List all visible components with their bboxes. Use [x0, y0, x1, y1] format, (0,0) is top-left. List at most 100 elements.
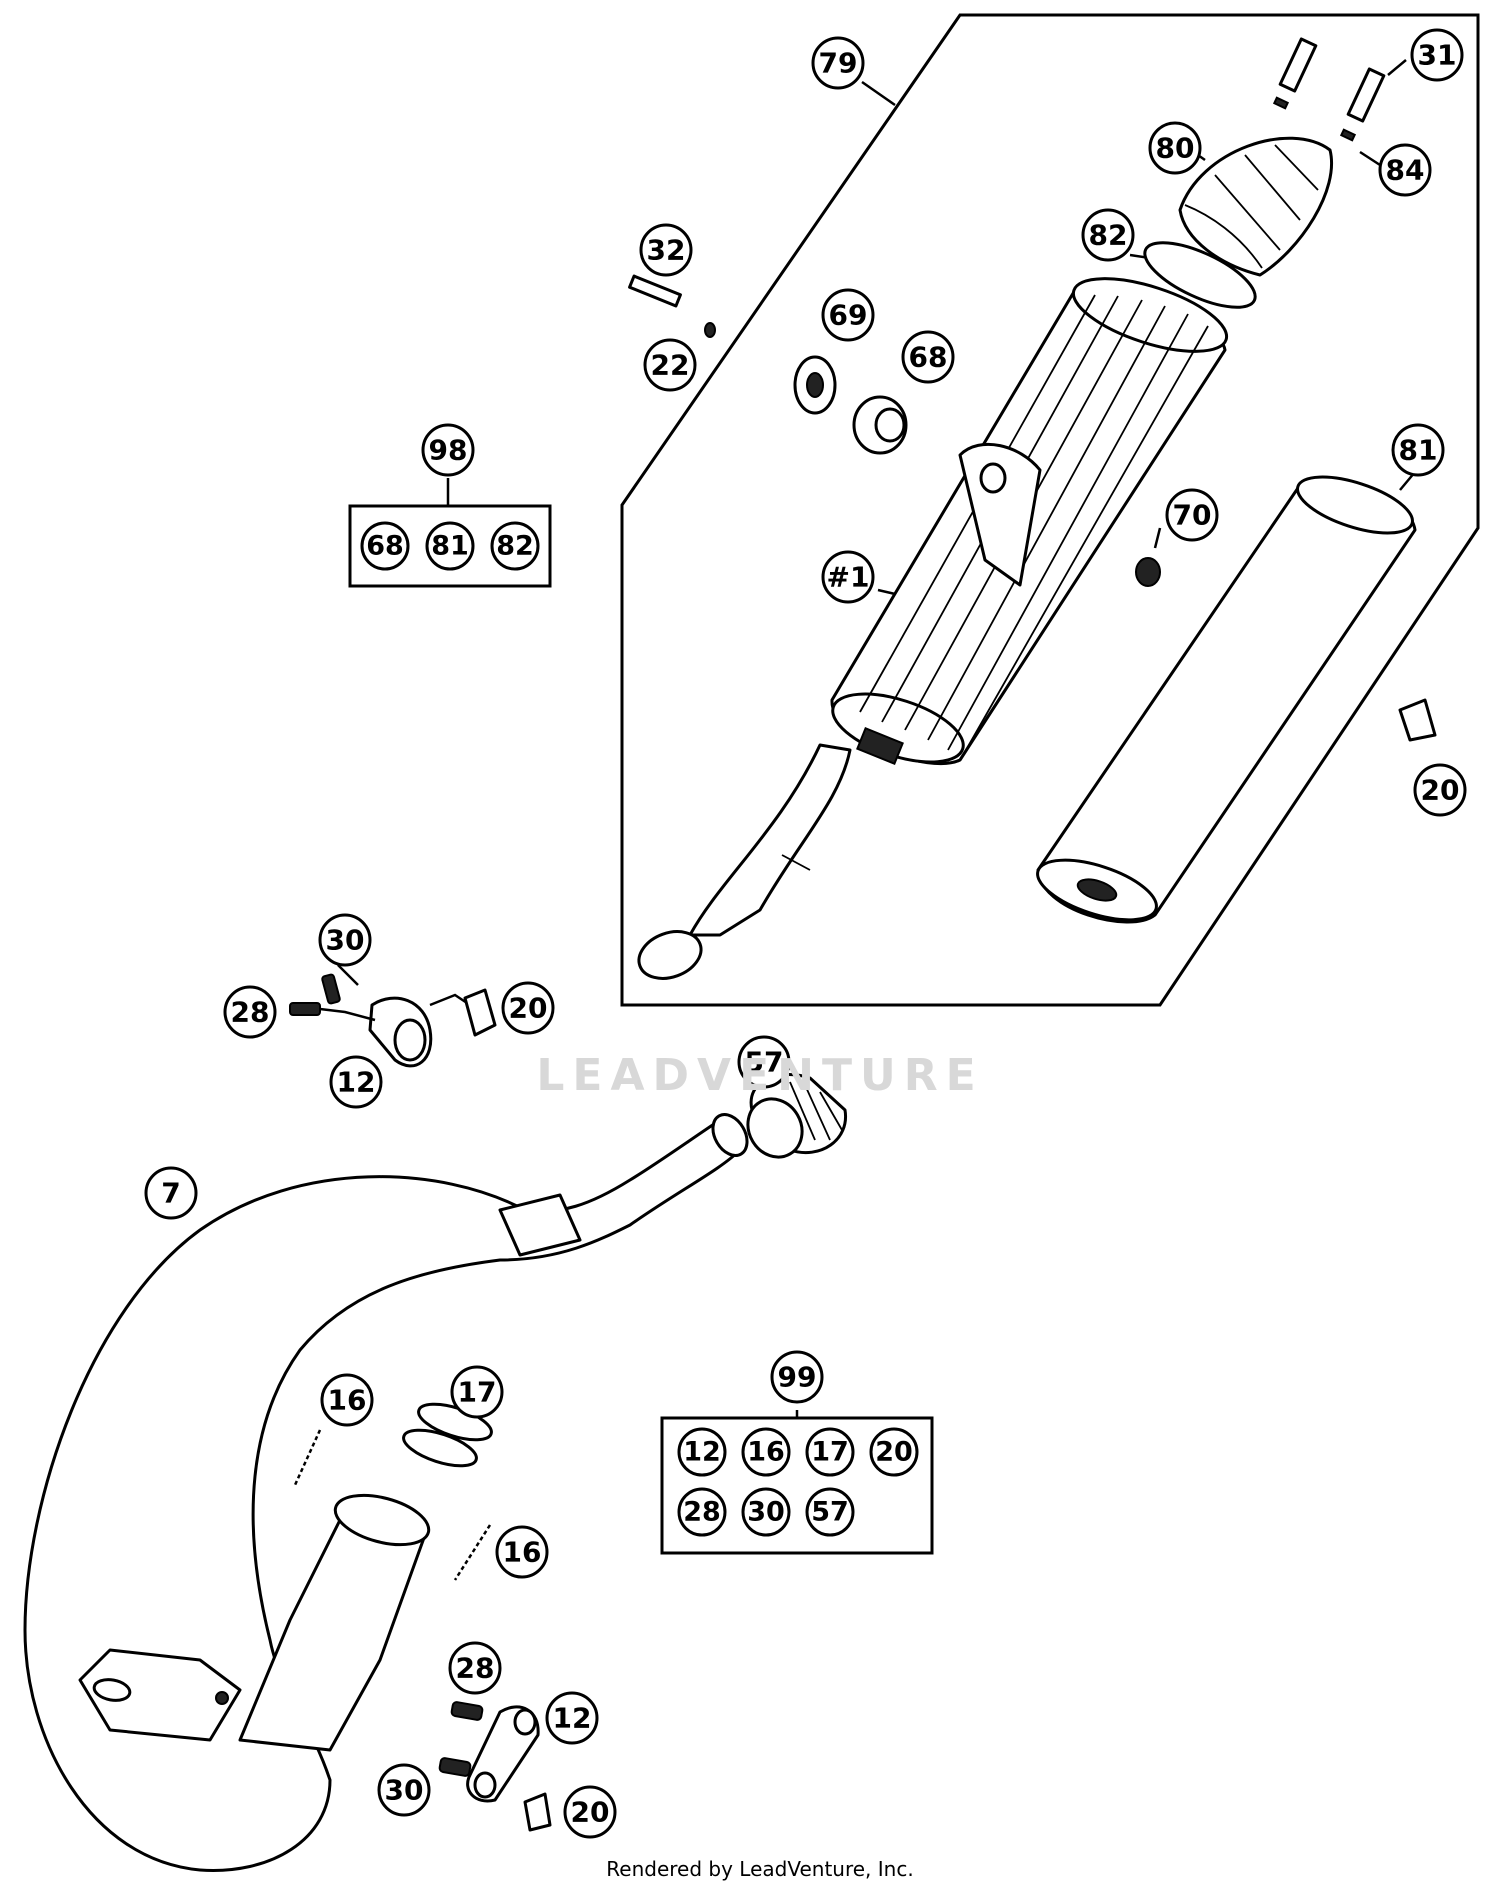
callout-circle — [643, 338, 697, 392]
callout-number: 28 — [456, 1652, 495, 1685]
callout-number: 20 — [1421, 774, 1460, 807]
credit-text: Rendered by LeadVenture, Inc. — [606, 1857, 914, 1881]
callout-number: 70 — [1173, 499, 1212, 532]
ring-part-82 — [1143, 241, 1257, 309]
watermark: LEADVENTURE — [536, 1050, 984, 1101]
kit-item-number: 82 — [496, 531, 534, 562]
callout-circle — [811, 36, 865, 90]
callout-circle — [377, 1763, 431, 1817]
callout-number: 80 — [1156, 132, 1195, 165]
callout-number: 79 — [819, 47, 858, 80]
callout-circle — [329, 1055, 383, 1109]
silencer-body-part-1 — [637, 277, 1229, 980]
callout-79: 79 — [811, 36, 865, 90]
kit-item-circle — [677, 1427, 727, 1477]
callout-circle — [821, 288, 875, 342]
callout-circle — [1165, 488, 1219, 542]
callout-circle — [1410, 28, 1464, 82]
callout-69: 69 — [821, 288, 875, 342]
callout-circle — [545, 1691, 599, 1745]
callout-number: 17 — [458, 1376, 497, 1409]
kit-item-number: 30 — [747, 1497, 785, 1528]
callout-circle — [1391, 423, 1445, 477]
leader-lines — [337, 59, 1416, 1418]
callout-circle — [1081, 208, 1135, 262]
spring-part-16-right — [453, 1524, 492, 1581]
callout-number: 30 — [385, 1774, 424, 1807]
callout-circle — [563, 1785, 617, 1839]
clip-part-20-upper — [1398, 698, 1437, 742]
callout-57: 57 — [737, 1035, 791, 1089]
callout-circle — [450, 1365, 504, 1419]
callout-circle — [639, 223, 693, 277]
callout-28: 28 — [223, 985, 277, 1039]
callout-number: 68 — [909, 341, 948, 374]
callout-circle — [1148, 121, 1202, 175]
callout-number: 99 — [778, 1361, 817, 1394]
bolt-part-32 — [628, 274, 716, 338]
callout-number: 7 — [161, 1177, 180, 1210]
callout-20: 20 — [501, 981, 555, 1035]
kit-item-number: 81 — [431, 531, 469, 562]
callout-22: 22 — [643, 338, 697, 392]
kit-item-circle — [360, 521, 410, 571]
callout-7: 7 — [144, 1166, 198, 1220]
callout-number: 22 — [651, 349, 690, 382]
callout-circle — [495, 1525, 549, 1579]
grommet-part-68 — [852, 395, 908, 455]
callout-number: 30 — [326, 924, 365, 957]
kit-item-number: 28 — [683, 1497, 721, 1528]
kit-item-number: 17 — [811, 1437, 849, 1468]
bracket-assembly-upper — [289, 973, 497, 1068]
callout-16: 16 — [495, 1525, 549, 1579]
nut-part-70 — [1135, 557, 1161, 587]
callout-68: 68 — [901, 330, 955, 384]
kit-item-circle — [741, 1487, 791, 1537]
callout-16: 16 — [320, 1373, 374, 1427]
kit-item-circle — [805, 1427, 855, 1477]
callout-80: 80 — [1148, 121, 1202, 175]
callout-70: 70 — [1165, 488, 1219, 542]
callout-labels: 79 31 80 84 82 32 22 69 68 98 81 70 #1 20 30 28 20 12 57 7 9… — [144, 28, 1467, 1839]
callout-circle — [448, 1641, 502, 1695]
callout-number: 57 — [745, 1046, 784, 1079]
kit-item-circle — [741, 1427, 791, 1477]
callout-31: 31 — [1410, 28, 1464, 82]
callout-circle — [144, 1166, 198, 1220]
callout-98: 98 — [421, 423, 475, 477]
callout-number: 16 — [328, 1384, 367, 1417]
kit-item-circle — [869, 1427, 919, 1477]
callout-circle — [901, 330, 955, 384]
callout-circle — [821, 550, 875, 604]
callout-82: 82 — [1081, 208, 1135, 262]
kit-item-number: 16 — [747, 1437, 785, 1468]
kit-item-circle — [490, 521, 540, 571]
callout-28: 28 — [448, 1641, 502, 1695]
callout-circle — [501, 981, 555, 1035]
callout-number: 12 — [553, 1702, 592, 1735]
packing-part-81 — [1036, 475, 1417, 924]
callout-84: 84 — [1378, 143, 1432, 197]
callout-number: 32 — [647, 234, 686, 267]
callout-circle — [223, 985, 277, 1039]
o-ring-part-17 — [402, 1402, 493, 1468]
callout-20: 20 — [563, 1785, 617, 1839]
callout-number: 20 — [509, 992, 548, 1025]
callout-circle — [318, 913, 372, 967]
callout-number: 69 — [829, 299, 868, 332]
callout-12: 12 — [329, 1055, 383, 1109]
end-cap-part-80 — [1178, 136, 1333, 277]
callout-circle — [320, 1373, 374, 1427]
callout-number: 82 — [1089, 219, 1128, 252]
exhaust-pipe-part-7 — [23, 1113, 749, 1872]
kit-item-number: 20 — [875, 1437, 913, 1468]
kit-item-number: 57 — [811, 1497, 849, 1528]
callout-number: #1 — [827, 561, 870, 594]
callout-20: 20 — [1413, 763, 1467, 817]
bracket-assembly-lower — [438, 1701, 552, 1832]
silencer-assembly-frame — [620, 13, 1480, 1007]
callout-number: 31 — [1418, 39, 1457, 72]
callout-30: 30 — [377, 1763, 431, 1817]
